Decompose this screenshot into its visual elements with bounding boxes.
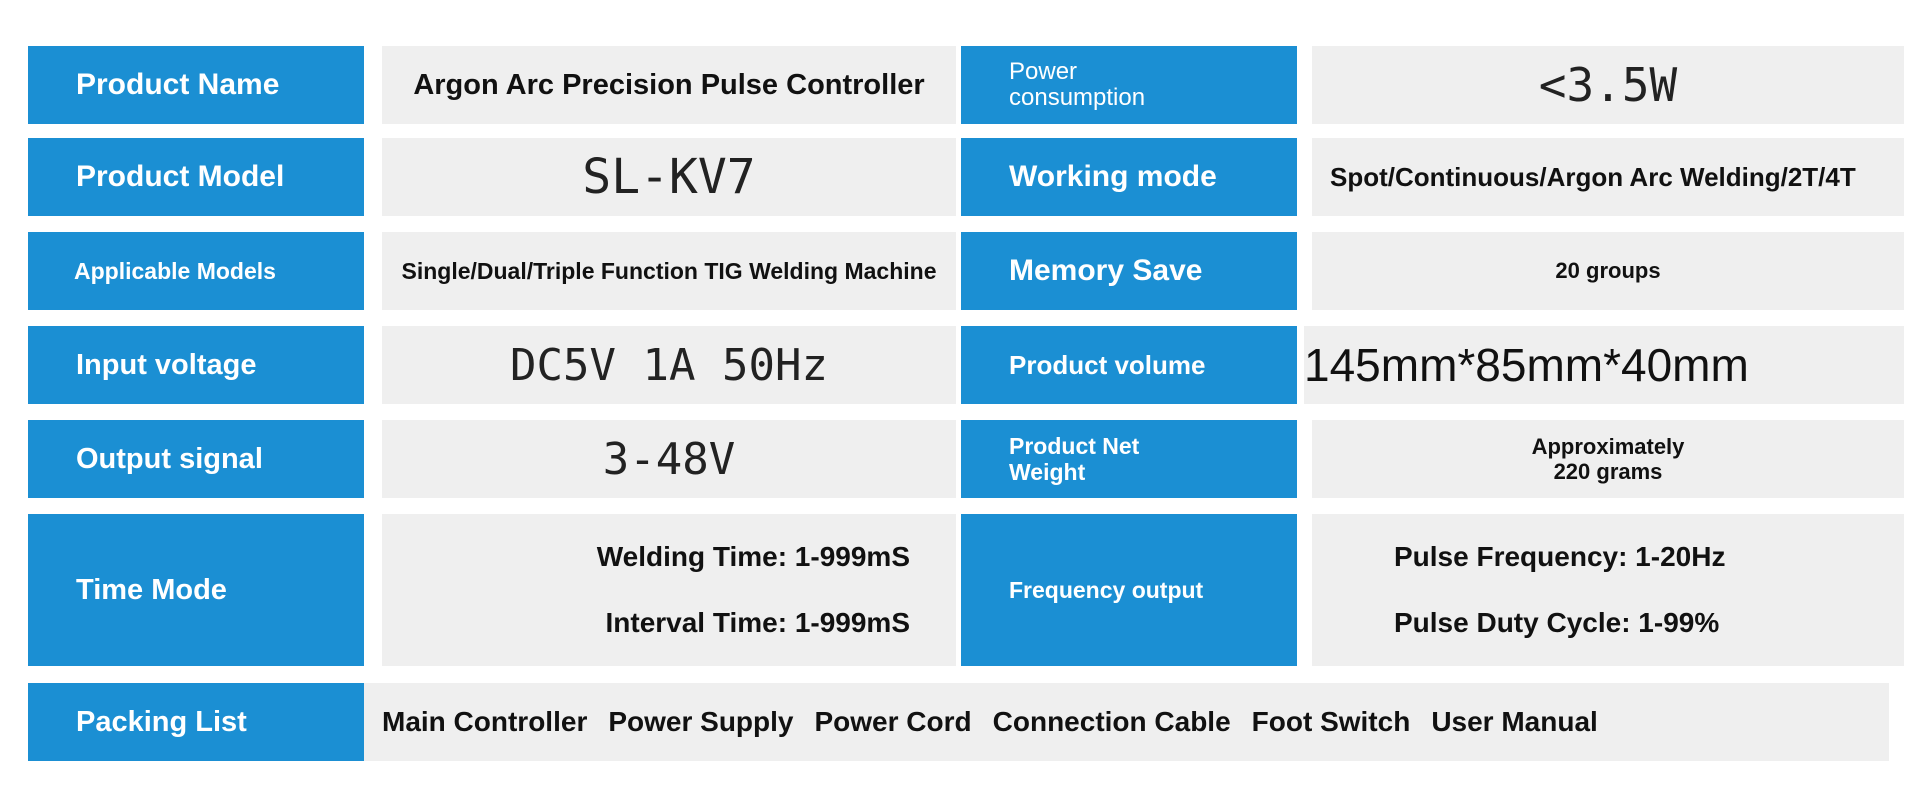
output-signal-value: 3-48V: [382, 420, 956, 498]
input-voltage-label: Input voltage: [28, 326, 364, 404]
applicable-models-label: Applicable Models: [28, 232, 364, 310]
packing-list-label: Packing List: [28, 683, 364, 761]
frequency-output-label: Frequency output: [961, 514, 1297, 666]
product-name-value: Argon Arc Precision Pulse Controller: [382, 46, 956, 124]
product-volume-value: 145mm*85mm*40mm: [1304, 326, 1904, 404]
product-model-label: Product Model: [28, 138, 364, 216]
packing-item-user-manual: User Manual: [1431, 706, 1598, 737]
output-signal-label: Output signal: [28, 420, 364, 498]
product-net-weight-label: Product Net Weight: [961, 420, 1297, 498]
time-mode-values: Welding Time: 1-999mS Interval Time: 1-9…: [382, 514, 956, 666]
working-mode-label: Working mode: [961, 138, 1297, 216]
interval-time-value: Interval Time: 1-999mS: [605, 607, 910, 638]
packing-item-power-cord: Power Cord: [814, 706, 972, 737]
packing-item-foot-switch: Foot Switch: [1251, 706, 1411, 737]
product-model-value: SL-KV7: [382, 138, 956, 216]
packing-item-power-supply: Power Supply: [608, 706, 794, 737]
product-volume-label: Product volume: [961, 326, 1297, 404]
packing-list-items: Main Controller Power Supply Power Cord …: [364, 683, 1889, 761]
memory-save-label: Memory Save: [961, 232, 1297, 310]
packing-item-connection-cable: Connection Cable: [992, 706, 1231, 737]
pulse-duty-cycle-value: Pulse Duty Cycle: 1-99%: [1394, 607, 1720, 638]
memory-save-value: 20 groups: [1312, 232, 1904, 310]
welding-time-value: Welding Time: 1-999mS: [596, 541, 910, 572]
frequency-output-values: Pulse Frequency: 1-20Hz Pulse Duty Cycle…: [1312, 514, 1904, 666]
power-consumption-value: <3.5W: [1312, 46, 1904, 124]
packing-item-main-controller: Main Controller: [382, 706, 588, 737]
working-mode-value: Spot/Continuous/Argon Arc Welding/2T/4T: [1312, 138, 1904, 216]
product-net-weight-value: Approximately 220 grams: [1312, 420, 1904, 498]
time-mode-label: Time Mode: [28, 514, 364, 666]
power-consumption-label: Power consumption: [961, 46, 1297, 124]
input-voltage-value: DC5V 1A 50Hz: [382, 326, 956, 404]
pulse-frequency-value: Pulse Frequency: 1-20Hz: [1394, 541, 1726, 572]
product-name-label: Product Name: [28, 46, 364, 124]
applicable-models-value: Single/Dual/Triple Function TIG Welding …: [382, 232, 956, 310]
